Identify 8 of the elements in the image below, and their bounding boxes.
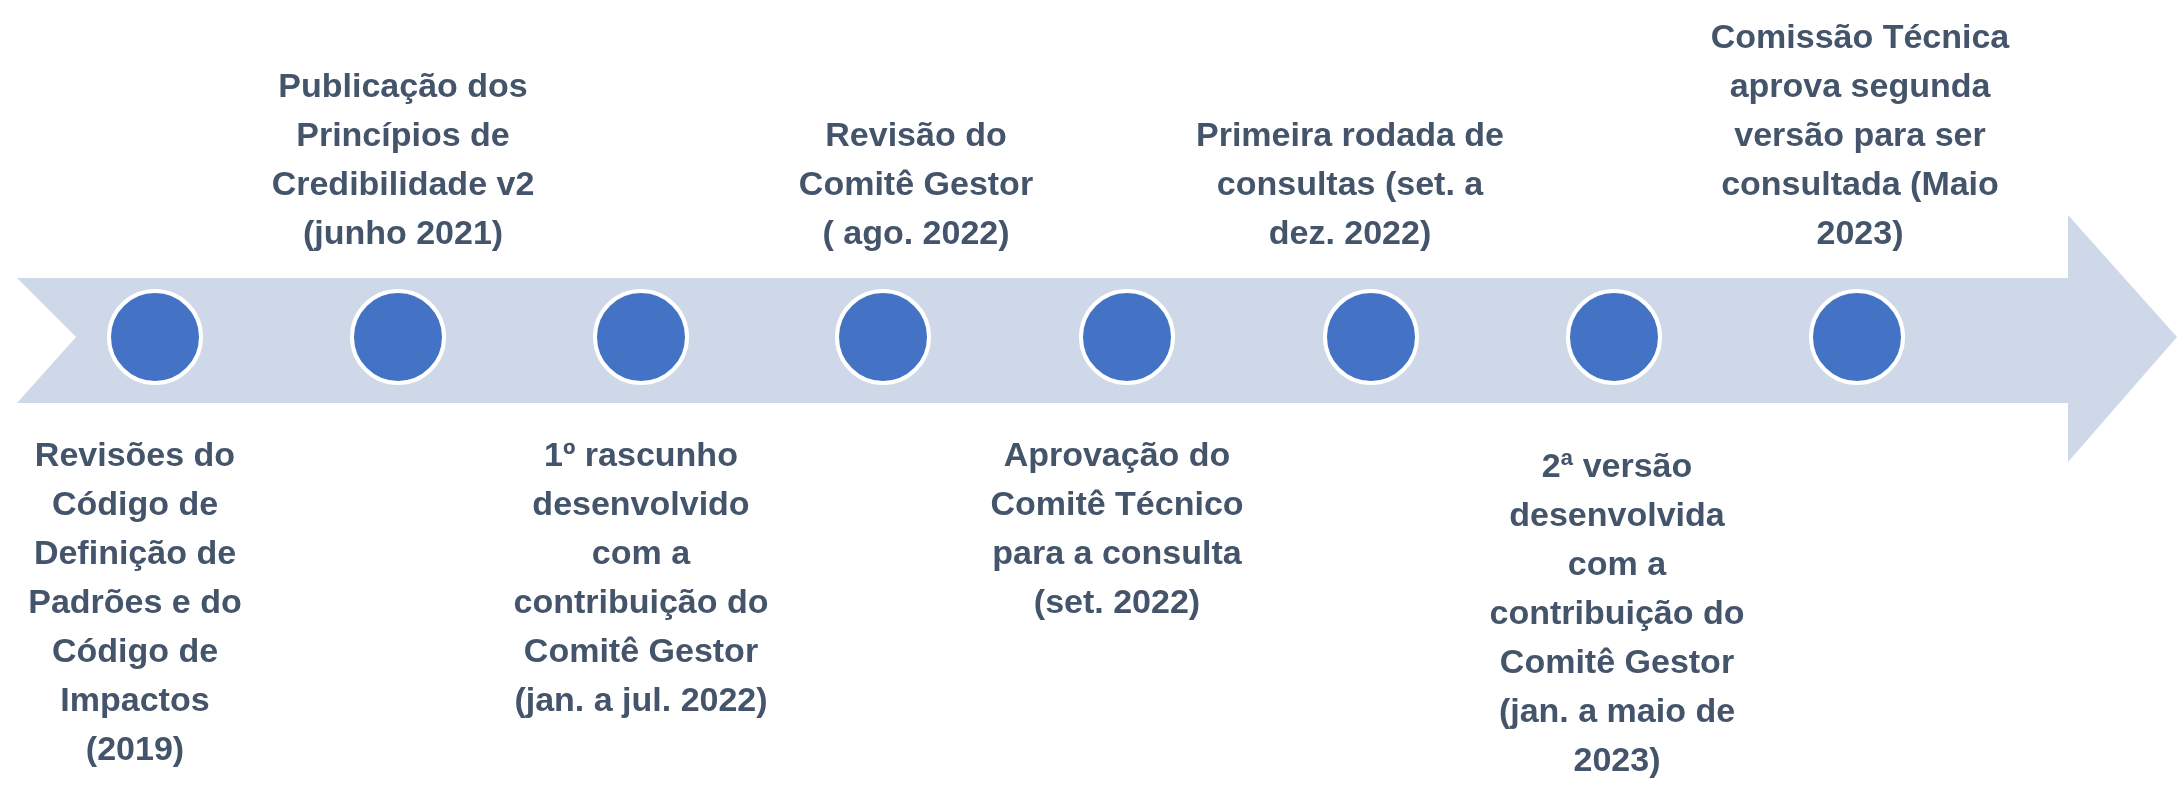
milestone-text: Primeira rodada de consultas (set. a dez. 2022)	[1195, 114, 1505, 253]
milestone-text: 1º rascunho desenvolvido com a contribuição do Comitê Gestor (jan. a jul. 2022)	[512, 434, 770, 720]
milestone-text: Revisão do Comitê Gestor ( ago. 2022)	[797, 114, 1035, 253]
milestone-text: Aprovação do Comitê Técnico para a consulta (set. 2022)	[989, 434, 1245, 622]
milestone-text: Publicação dos Princípios de Credibilidade v2 (junho 2021)	[270, 65, 536, 253]
milestone-text: 2ª versão desenvolvida com a contribuição do Comitê Gestor (jan. a maio de 2023)	[1488, 445, 1746, 780]
milestone-text: Comissão Técnica aprova segunda versão para ser consultada (Maio 2023)	[1709, 16, 2011, 253]
milestone-text: Revisões do Código de Definição de Padrões e do Código de Impactos (2019)	[27, 434, 243, 769]
